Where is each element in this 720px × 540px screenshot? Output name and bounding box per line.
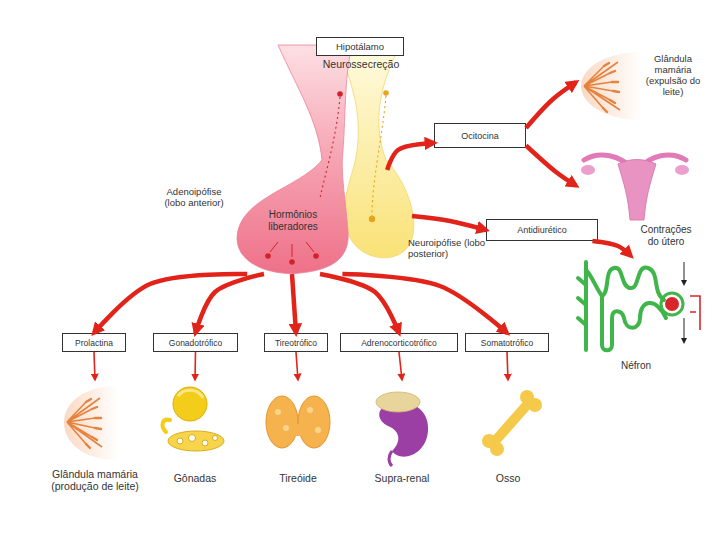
target-organ: Néfron <box>576 256 698 378</box>
hormone-box: Ocitocina <box>434 123 526 148</box>
neurosecretion-path <box>320 97 340 198</box>
node-label: Neuroipófise (lobo posterior) <box>408 238 488 260</box>
node-label: Gonadotrófico <box>169 338 222 348</box>
node-label: Néfron <box>606 360 666 372</box>
hormone-arrow <box>94 352 95 380</box>
neuron-dot <box>383 90 389 96</box>
uterus-illustration <box>581 155 689 220</box>
node-label: Osso <box>468 472 548 484</box>
hormone-arrow <box>296 352 298 380</box>
gonads-illustration <box>163 387 224 451</box>
target-organ: Tireóide <box>258 380 338 492</box>
node-label: Glândula mamária (expulsão do leite) <box>644 54 702 98</box>
hormone-arrow <box>320 274 399 333</box>
mammary-gland-illustration <box>64 386 118 460</box>
hormone-box: Gonadotrófico <box>153 333 238 352</box>
node-label: Adrenocorticotrófico <box>361 338 437 348</box>
hormone-tick <box>270 242 314 257</box>
hormone-box: Somatotrófico <box>465 333 549 352</box>
hormone-dot <box>313 253 319 259</box>
hormone-arrow <box>94 274 247 333</box>
node-label: Antidiurético <box>517 225 567 235</box>
node-label: Prolactina <box>75 338 113 348</box>
hormone-arrow <box>292 274 296 333</box>
node-label: Glândula mamária (produção de leite) <box>30 468 160 492</box>
node-label: Adenoipófise (lobo anterior) <box>156 187 232 209</box>
flow-arrow-head <box>681 280 687 344</box>
gland-lobe: Neuroipófise (lobo posterior) <box>350 170 412 262</box>
region-label: Neurossecreção <box>306 58 416 70</box>
target-organ: Gônadas <box>155 380 235 492</box>
node-label: Tireotrófico <box>275 338 317 348</box>
thyroid-illustration <box>266 396 330 448</box>
node-label: Hormônios liberadores <box>258 209 328 232</box>
target-organ: Contrações do útero <box>576 150 704 252</box>
node-label: Contrações do útero <box>634 224 698 247</box>
adenohypophysis-shape <box>237 45 352 274</box>
hormone-arrow <box>507 352 508 380</box>
adrenal-illustration <box>376 392 428 466</box>
node-label: Hipotálamo <box>336 41 384 52</box>
target-organ: Glândula mamária (expulsão do leite) <box>576 48 710 124</box>
hormone-dot <box>265 253 271 259</box>
node-label: Gônadas <box>155 472 235 484</box>
flow-arrow <box>684 262 685 342</box>
hormone-arrow <box>387 143 434 170</box>
hormone-dot <box>289 259 295 265</box>
hormone-box: Prolactina <box>62 333 126 352</box>
bone-illustration <box>482 390 542 456</box>
neurosecretion-path <box>372 96 386 216</box>
neuron-end <box>369 216 375 222</box>
target-organ: Glândula mamária (produção de leite) <box>30 380 160 500</box>
hormone-arrow <box>592 241 631 256</box>
target-organ: Osso <box>468 380 548 492</box>
hormone-arrow <box>399 352 402 380</box>
hormone-arrow <box>196 274 265 333</box>
mammary-gland-illustration <box>581 52 642 120</box>
gland-lobe: Adenoipófise (lobo anterior)Hormônios li… <box>236 200 348 274</box>
hormone-arrow <box>342 274 507 333</box>
node-label: Ocitocina <box>461 131 499 141</box>
hormone-box: Adrenocorticotrófico <box>340 333 458 352</box>
node-label: Supra-renal <box>362 472 442 484</box>
hormone-arrow <box>526 82 576 128</box>
hormone-arrow <box>526 146 576 186</box>
target-organ: Supra-renal <box>362 380 442 492</box>
hormone-arrow <box>412 216 486 230</box>
glomerulus <box>665 297 679 311</box>
neurohypophysis-shape <box>338 45 414 258</box>
hormone-box: Antidiurético <box>486 219 598 241</box>
nephron-illustration <box>578 262 683 350</box>
neuron-dot <box>337 91 343 97</box>
hormone-box: Tireotrófico <box>264 333 328 352</box>
title-box: Hipotálamo <box>316 37 404 56</box>
blood-vessel <box>690 296 700 330</box>
node-label: Somatotrófico <box>481 338 533 348</box>
node-label: Tireóide <box>258 472 338 484</box>
hormone-arrow <box>194 352 196 380</box>
